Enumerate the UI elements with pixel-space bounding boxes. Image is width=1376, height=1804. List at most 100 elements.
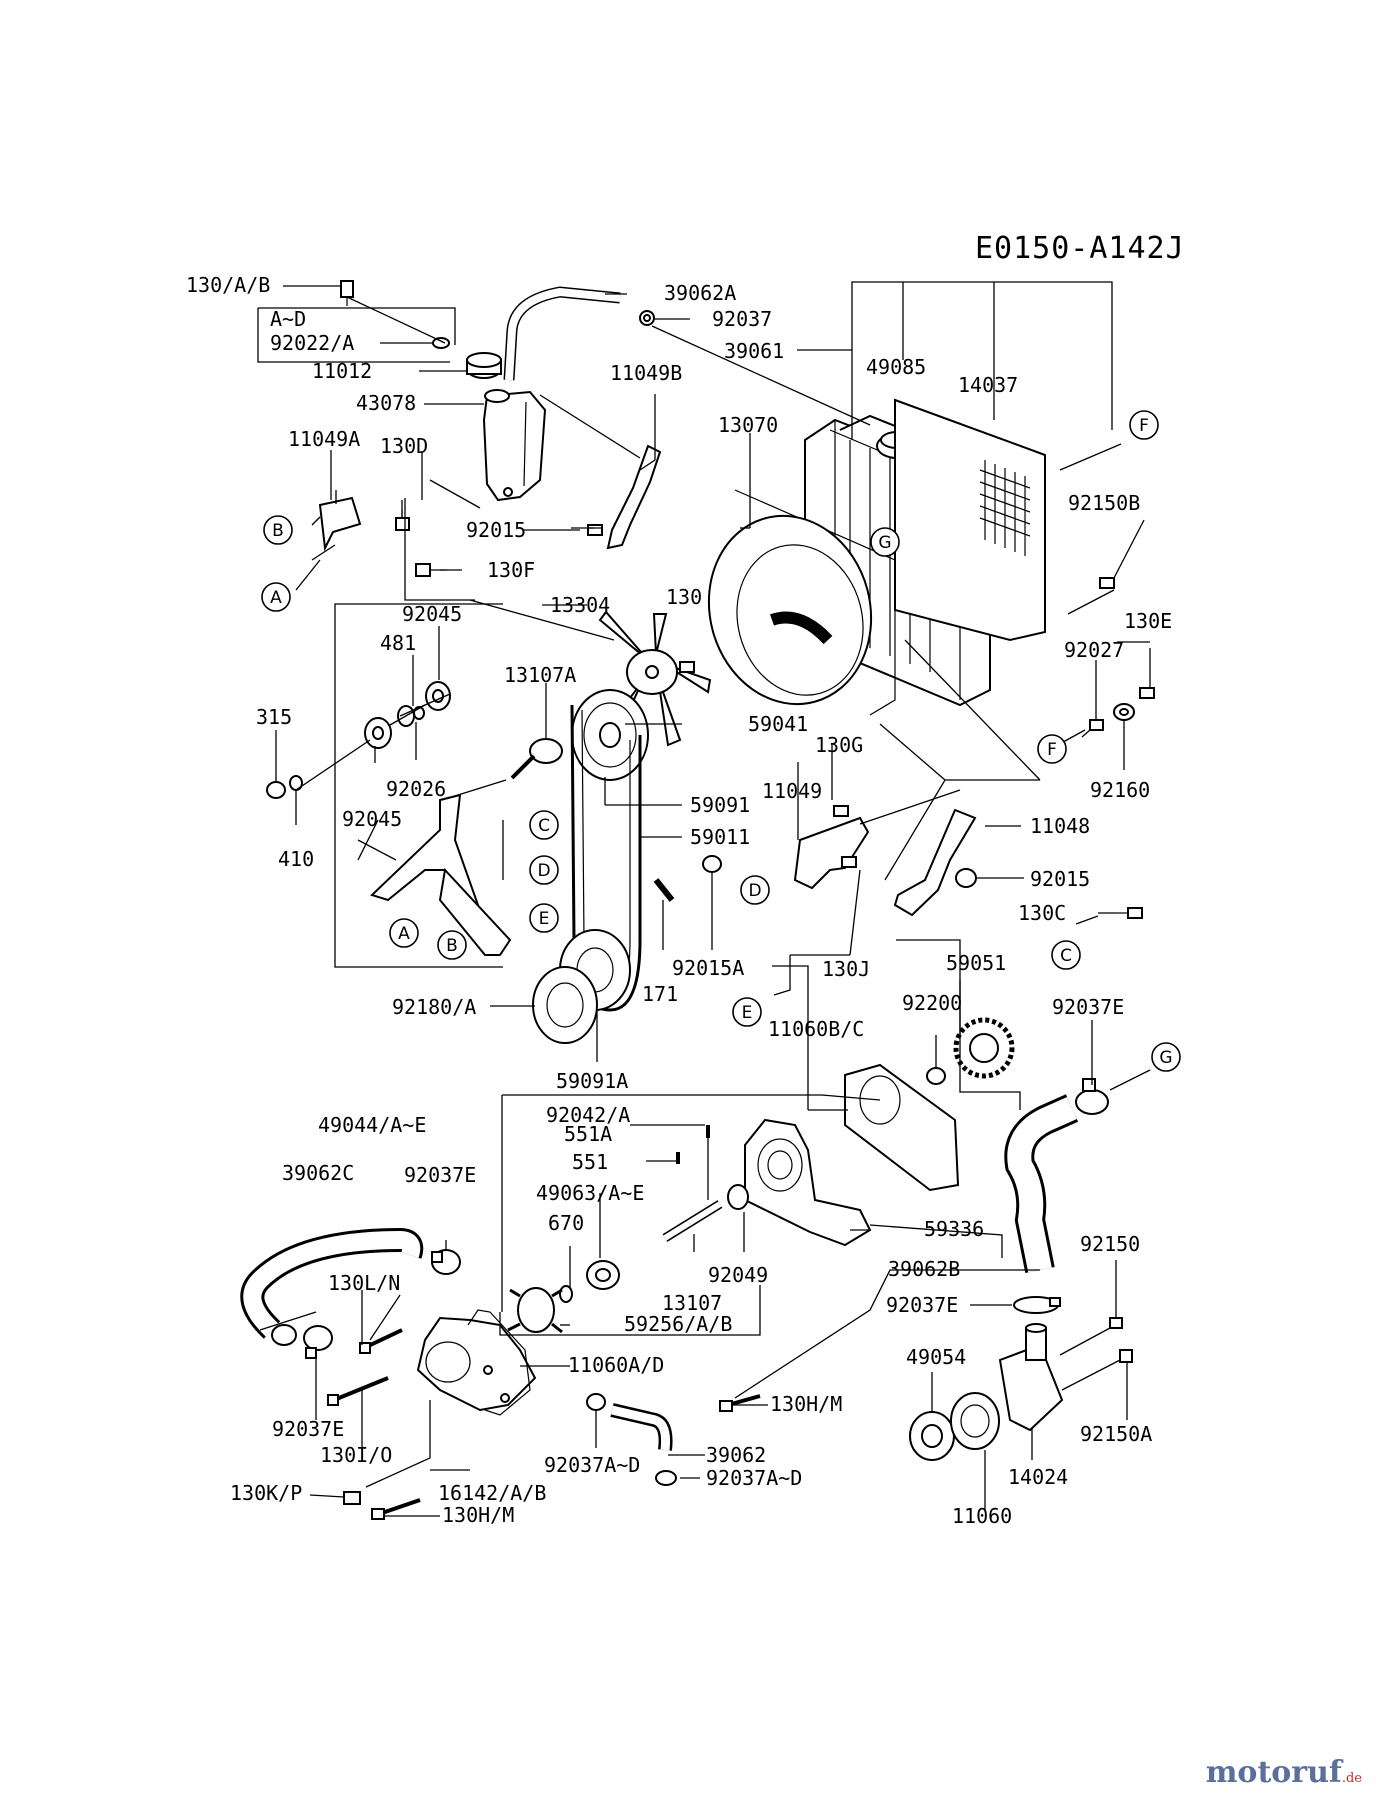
clamp-92037E-left-icon — [431, 1249, 461, 1275]
label-59041: 59041 — [748, 712, 808, 736]
nut-315-icon — [266, 781, 286, 799]
label-92037-top: 92037 — [712, 307, 772, 331]
ref-circle-D-1: D — [529, 855, 559, 885]
svg-text:A: A — [270, 588, 282, 608]
hose-39062C-icon — [271, 1324, 297, 1346]
ref-circle-F-2: F — [1037, 734, 1067, 764]
bolt-130IO-icon — [327, 1376, 389, 1406]
ref-circle-C-1: C — [529, 810, 559, 840]
label-39062C: 39062C — [282, 1161, 354, 1185]
ref-circle-E-1: E — [529, 903, 559, 933]
label-92022-A: 92022/A — [270, 331, 354, 355]
svg-text:E: E — [742, 1003, 753, 1023]
alternator-bracket-group — [266, 681, 563, 956]
label-92015A: 92015A — [672, 956, 744, 980]
gasket-11060B-icon — [844, 1063, 960, 1192]
thermostat-49054-icon — [909, 1411, 955, 1461]
watermark-suffix: .de — [1341, 1771, 1362, 1786]
housing-14024-icon — [998, 1323, 1064, 1432]
label-11012: 11012 — [312, 359, 372, 383]
reserve-tank-group — [340, 280, 655, 502]
bolt-130-icon — [340, 280, 354, 306]
label-130H-M-bot: 130H/M — [442, 1503, 514, 1527]
label-130: 130 — [666, 585, 702, 609]
bolt-130J-icon — [841, 856, 857, 868]
bolt-130F-icon — [415, 563, 447, 577]
ref-circle-A-2: A — [389, 918, 419, 948]
label-551A: 551A — [564, 1122, 612, 1146]
label-13070: 13070 — [718, 413, 778, 437]
label-670: 670 — [548, 1211, 584, 1235]
label-49054: 49054 — [906, 1345, 966, 1369]
bolt-130-fan-icon — [679, 661, 695, 673]
svg-text:F: F — [1047, 740, 1057, 760]
gasket-11060-icon — [950, 1392, 1000, 1450]
label-49044: 49044/A~E — [318, 1113, 426, 1137]
seal-49063-icon — [586, 1260, 620, 1290]
label-59091A: 59091A — [556, 1069, 628, 1093]
label-481: 481 — [380, 631, 416, 655]
screen-14037-icon — [894, 398, 1046, 642]
svg-text:D: D — [748, 881, 761, 901]
ref-circle-A-1: A — [261, 582, 291, 612]
washer-92200-icon — [926, 1067, 946, 1085]
label-92037AD-2: 92037A~D — [706, 1466, 802, 1490]
label-130L-N: 130L/N — [328, 1271, 400, 1295]
label-92037E-bot: 92037E — [272, 1417, 344, 1441]
radiator-group — [707, 398, 1155, 731]
label-92037AD-1: 92037A~D — [544, 1453, 640, 1477]
cap-11012-icon — [466, 352, 502, 379]
nut-92015A-icon — [702, 855, 722, 873]
bolt-92150-icon — [1109, 1317, 1123, 1329]
label-49085: 49085 — [866, 355, 926, 379]
label-92200: 92200 — [902, 991, 962, 1015]
impeller-59256-icon — [507, 1287, 563, 1334]
ring-670-icon — [559, 1285, 573, 1303]
bearing-92045-icon — [425, 681, 451, 711]
watermark-name: motoruf — [1205, 1755, 1342, 1790]
label-43078: 43078 — [356, 391, 416, 415]
label-92037E-mid: 92037E — [886, 1293, 958, 1317]
label-49063: 49063/A~E — [536, 1181, 644, 1205]
gear-59051-icon — [953, 1017, 1015, 1079]
label-A-D: A~D — [270, 307, 306, 331]
ref-circle-E-2: E — [732, 997, 762, 1027]
label-130F: 130F — [487, 558, 535, 582]
clamp-92037-icon — [639, 310, 655, 326]
ref-circle-G-1: G — [870, 527, 900, 557]
washer-92022-icon — [432, 337, 450, 349]
bolt-130E-icon — [1139, 687, 1155, 699]
shim-92180-icon — [532, 966, 598, 1044]
reserve-tank-43078-icon — [482, 389, 547, 502]
label-11060: 11060 — [952, 1504, 1012, 1528]
label-39062: 39062 — [706, 1443, 766, 1467]
label-315: 315 — [256, 705, 292, 729]
part-labels: 130/A/B A~D 92022/A 11012 43078 11049A 1… — [186, 273, 1172, 1528]
svg-text:D: D — [537, 861, 550, 881]
seal-92049-icon — [727, 1184, 749, 1210]
clamp-92037E-right-icon — [1075, 1078, 1109, 1115]
clamp-92037AD-1-icon — [586, 1393, 606, 1411]
svg-text:G: G — [1159, 1048, 1172, 1068]
label-59256: 59256/A/B — [624, 1312, 732, 1336]
label-130J: 130J — [822, 957, 870, 981]
bolt-130HM-bot-icon — [371, 1498, 421, 1520]
pump-body-16142-icon — [416, 1309, 537, 1416]
label-39062B: 39062B — [888, 1257, 960, 1281]
label-13304: 13304 — [550, 593, 610, 617]
label-11049A: 11049A — [288, 427, 360, 451]
bolt-92150A-icon — [1119, 1349, 1133, 1363]
label-16142: 16142/A/B — [438, 1481, 546, 1505]
svg-text:C: C — [1060, 946, 1072, 966]
svg-text:B: B — [446, 936, 458, 956]
svg-text:B: B — [272, 521, 284, 541]
clamp-92037E-mid-icon — [1013, 1296, 1061, 1314]
label-13107: 13107 — [662, 1291, 722, 1315]
svg-text:C: C — [538, 816, 550, 836]
label-130H-M-mid: 130H/M — [770, 1392, 842, 1416]
label-11060A-D: 11060A/D — [568, 1353, 664, 1377]
label-59011: 59011 — [690, 825, 750, 849]
collar-92027-icon — [1089, 719, 1104, 731]
label-92026: 92026 — [386, 777, 446, 801]
